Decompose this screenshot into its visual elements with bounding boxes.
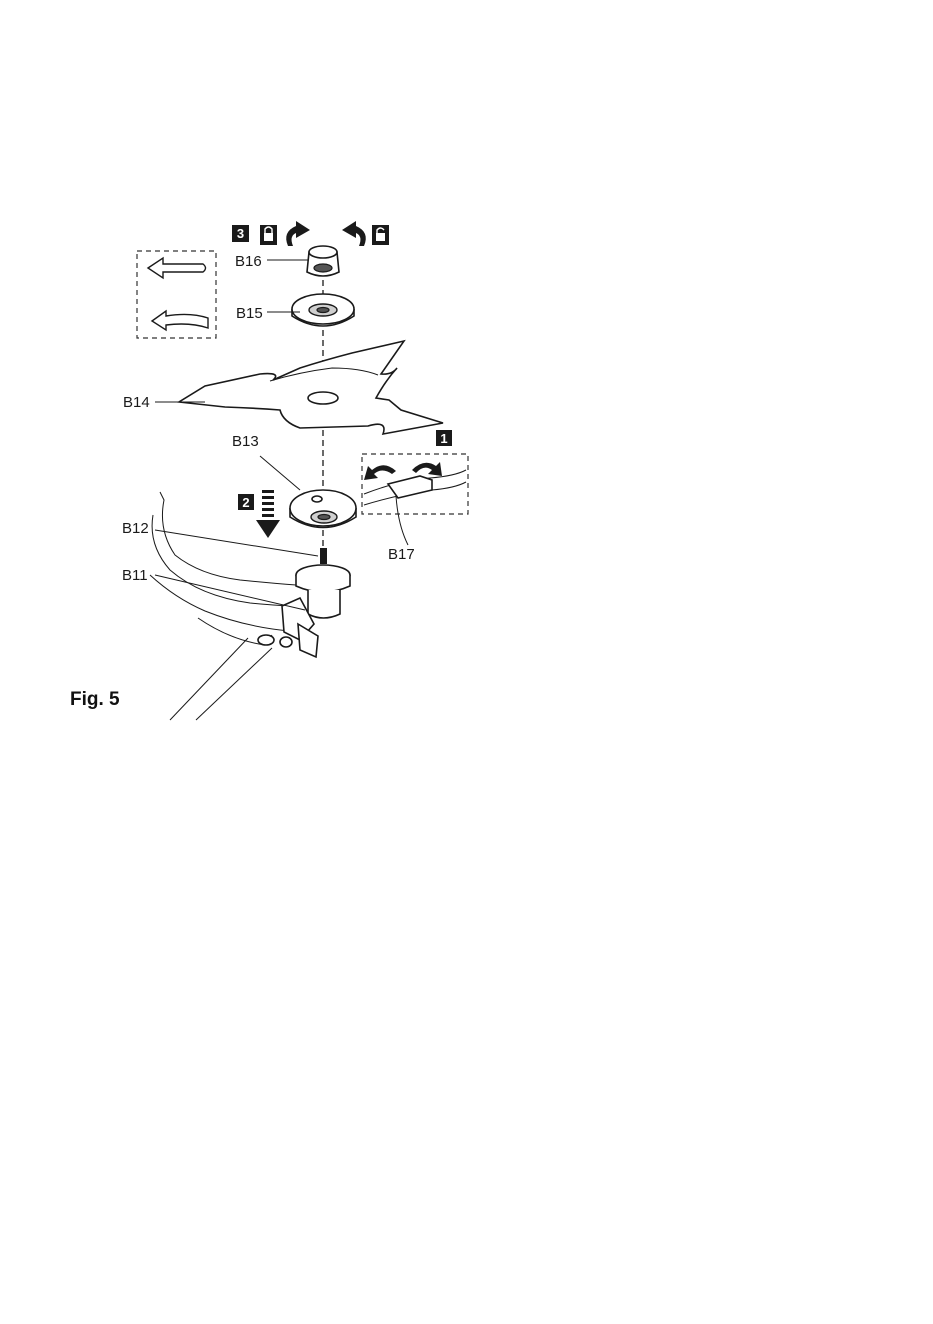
leader-b13 bbox=[260, 456, 300, 490]
trimmer-shaft bbox=[170, 638, 272, 720]
label-b13: B13 bbox=[232, 433, 259, 450]
left-arrow-icon bbox=[148, 258, 206, 278]
curved-arrow-clockwise-icon bbox=[412, 462, 442, 476]
curved-arrow-counterclockwise-icon bbox=[364, 465, 396, 480]
padlock-locked-icon bbox=[260, 225, 277, 245]
part-b13-flange bbox=[290, 490, 356, 528]
figure-caption: Fig. 5 bbox=[70, 689, 120, 710]
leader-b17 bbox=[396, 496, 408, 545]
label-b15: B15 bbox=[236, 305, 263, 322]
label-b11: B11 bbox=[122, 567, 148, 584]
step-3-number: 3 bbox=[237, 226, 244, 241]
part-b14-blade bbox=[179, 341, 443, 434]
leader-b12 bbox=[155, 530, 318, 556]
label-b12: B12 bbox=[122, 520, 149, 537]
part-b15-pressure-plate bbox=[292, 294, 354, 326]
label-b16: B16 bbox=[235, 253, 262, 270]
label-b17: B17 bbox=[388, 546, 415, 563]
step-1-inset: 1 bbox=[362, 430, 468, 514]
step-2-number: 2 bbox=[242, 495, 249, 510]
leader-b11 bbox=[155, 575, 305, 610]
part-b16-nut bbox=[307, 246, 339, 276]
dashed-down-arrow-icon bbox=[256, 490, 280, 538]
part-b12-spindle bbox=[320, 548, 327, 564]
rotation-direction-inset bbox=[137, 251, 216, 338]
step-1-number: 1 bbox=[440, 431, 447, 446]
label-b14: B14 bbox=[123, 394, 150, 411]
curved-left-arrow-icon bbox=[152, 311, 208, 330]
curved-arrow-counterclockwise-icon bbox=[342, 221, 366, 246]
curved-arrow-clockwise-icon bbox=[286, 221, 310, 246]
step-2-indicator: 2 bbox=[238, 490, 280, 538]
padlock-open-icon bbox=[372, 225, 389, 245]
step-3-header: 3 bbox=[232, 221, 389, 246]
